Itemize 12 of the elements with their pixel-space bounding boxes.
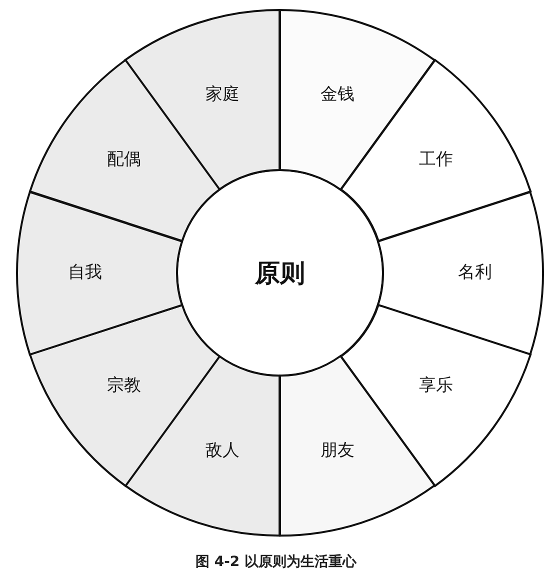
segment-label: 享乐 <box>418 376 453 396</box>
segment-label: 家庭 <box>205 86 240 105</box>
segment-label: 敌人 <box>205 441 240 460</box>
segment-label: 金钱 <box>320 86 355 105</box>
segment-label: 工作 <box>418 150 453 170</box>
segment-label: 宗教 <box>107 376 142 396</box>
segment-label: 名利 <box>458 264 492 282</box>
segment-label: 自我 <box>68 264 102 282</box>
segment-label: 配偶 <box>107 150 142 170</box>
segment-label: 朋友 <box>320 441 355 460</box>
figure-caption: 图 4-2 以原则为生活重心 <box>195 554 357 570</box>
center-label: 原则 <box>255 259 305 287</box>
